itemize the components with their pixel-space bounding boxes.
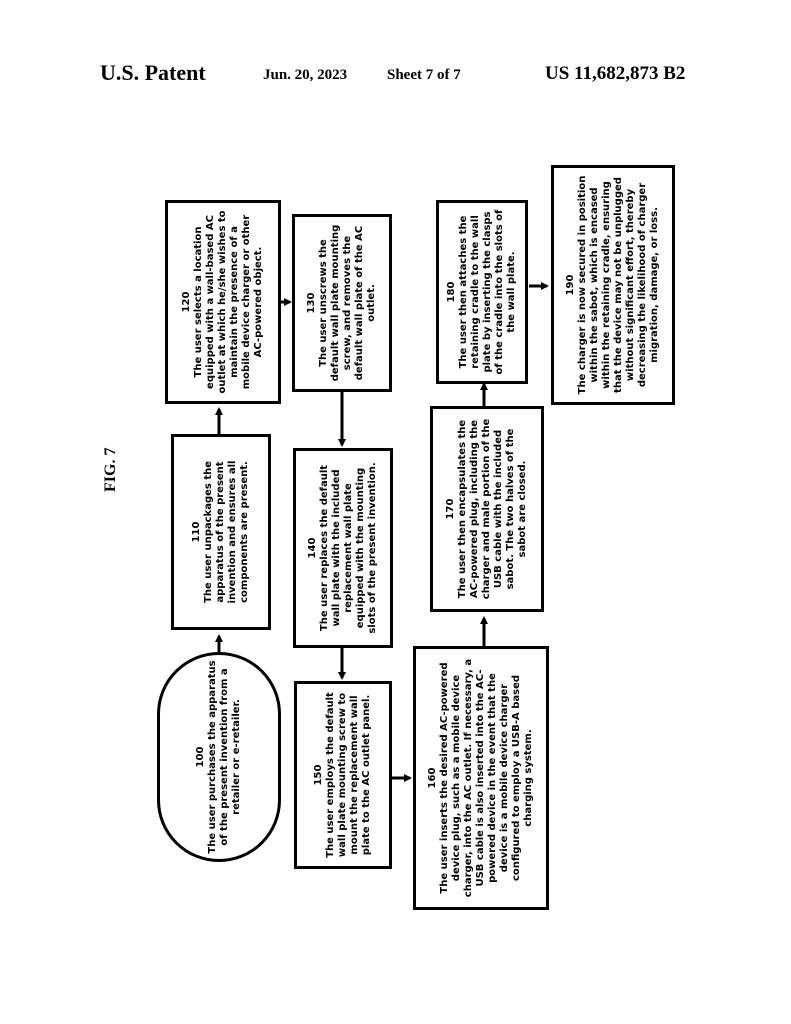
step-140-number: 140	[307, 537, 318, 559]
step-150: 150 The user employs the default wall pl…	[294, 681, 392, 869]
step-190: 190 The charger is now secured in positi…	[551, 165, 675, 405]
step-140: 140 The user replaces the default wall p…	[293, 448, 393, 648]
step-120: 120 The user selects a location equipped…	[165, 200, 281, 404]
patent-date: Jun. 20, 2023	[263, 67, 348, 83]
step-170: 170 The user then encapsulates the AC-po…	[430, 406, 544, 612]
step-190-number: 190	[565, 274, 576, 296]
step-180: 180 The user then attaches the retaining…	[436, 200, 528, 384]
step-160: 160 The user inserts the desired AC-powe…	[413, 646, 549, 910]
step-160-text: The user inserts the desired AC-powered …	[439, 658, 534, 898]
sheet-number: Sheet 7 of 7	[387, 67, 461, 83]
step-130-number: 130	[306, 292, 317, 314]
step-110-number: 110	[191, 521, 202, 543]
step-180-text: The user then attaches the retaining cra…	[458, 209, 517, 375]
step-110: 110 The user unpackages the apparatus of…	[171, 434, 271, 630]
step-170-text: The user then encapsulates the AC-powere…	[457, 418, 528, 600]
step-120-number: 120	[181, 291, 192, 313]
step-110-text: The user unpackages the apparatus of the…	[203, 460, 250, 604]
step-180-number: 180	[446, 281, 457, 303]
step-170-number: 170	[445, 498, 456, 520]
patent-number: US 11,682,873 B2	[545, 63, 686, 84]
step-130: 130 The user unscrews the default wall p…	[292, 214, 392, 392]
step-160-number: 160	[427, 767, 438, 789]
step-100-text: The user purchases the apparatus of the …	[207, 660, 242, 854]
step-140-text: The user replaces the default wall plate…	[319, 462, 378, 634]
step-100-number: 100	[195, 746, 206, 768]
step-120-text: The user selects a location equipped wit…	[193, 210, 264, 394]
step-150-text: The user employs the default wall plate …	[325, 692, 372, 858]
step-150-number: 150	[313, 764, 324, 786]
step-130-text: The user unscrews the default wall plate…	[318, 224, 377, 382]
step-100: 100 The user purchases the apparatus of …	[157, 652, 281, 862]
step-190-text: The charger is now secured in position w…	[577, 175, 660, 395]
patent-label: U.S. Patent	[100, 60, 206, 85]
